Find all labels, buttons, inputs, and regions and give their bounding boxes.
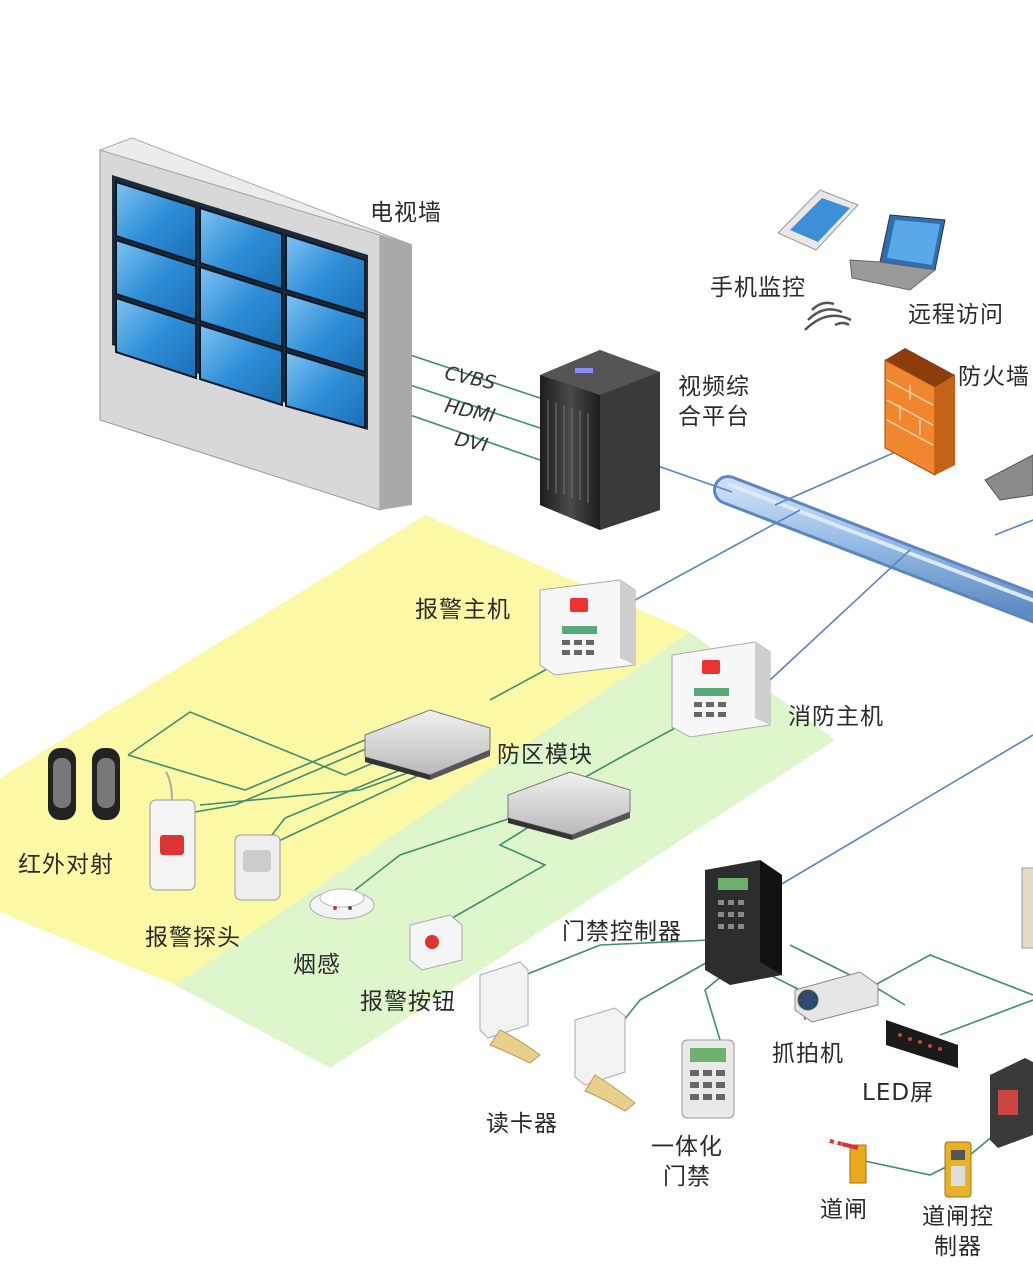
card-reader-icon-2	[574, 1007, 636, 1112]
terminal-icon	[1021, 867, 1033, 949]
server-keyboard-icon	[984, 454, 1033, 501]
access-controller-icon	[705, 860, 782, 985]
fire-host-label: 消防主机	[788, 704, 884, 730]
mobile-monitor-label: 手机监控	[710, 275, 806, 301]
controller-box-icon	[990, 1058, 1033, 1148]
ip-links	[634, 449, 1033, 886]
gate-controller-icon	[944, 1141, 972, 1198]
alarm-detector-icon	[149, 771, 281, 901]
integrated-access-label: 一体化门禁	[651, 1134, 723, 1190]
alarm-button-label: 报警按钮	[360, 989, 456, 1015]
alarm-host-icon	[539, 579, 636, 676]
tv-wall-label: 电视墙	[370, 200, 442, 226]
tv-wall-icon	[98, 137, 413, 511]
capture-camera-icon	[794, 971, 879, 1023]
led-screen-icon	[886, 1020, 958, 1068]
laptop-icon	[849, 214, 946, 291]
integrated-access-icon	[681, 1039, 735, 1119]
capture-camera-label: 抓拍机	[772, 1041, 844, 1067]
card-reader-label: 读卡器	[486, 1111, 558, 1137]
zone-module-icon-2	[507, 771, 631, 840]
card-reader-icon-1	[479, 961, 541, 1064]
led-screen-label: LED屏	[862, 1080, 935, 1106]
fire-wiring	[354, 719, 691, 926]
video-platform-label: 视频综合平台	[678, 374, 750, 430]
mobile-phone-icon	[777, 189, 859, 251]
barrier-gate-icon	[825, 1138, 867, 1184]
firewall-label: 防火墙	[958, 364, 1030, 390]
zone-module-label: 防区模块	[497, 742, 593, 768]
zone-module-icon-1	[364, 709, 491, 780]
alarm-detector-label: 报警探头	[145, 925, 241, 951]
fire-zone-area	[175, 632, 835, 1068]
alarm-host-label: 报警主机	[415, 597, 511, 623]
wireless-signal-icon	[804, 301, 852, 331]
network-backbone	[713, 475, 1033, 624]
smoke-sensor-label: 烟感	[293, 952, 341, 978]
access-controller-label: 门禁控制器	[562, 919, 682, 945]
gate-controller-label: 道闸控制器	[922, 1204, 994, 1260]
video-platform-icon	[540, 350, 660, 530]
remote-access-label: 远程访问	[908, 302, 1004, 328]
infrared-beam-label: 红外对射	[18, 852, 114, 878]
fire-host-icon	[671, 641, 771, 738]
infrared-beam-icon	[48, 748, 120, 820]
firewall-icon	[884, 348, 955, 476]
smoke-sensor-icon	[309, 888, 375, 920]
barrier-gate-label: 道闸	[820, 1197, 868, 1223]
alarm-button-icon	[409, 914, 463, 971]
video-wiring	[409, 354, 541, 461]
